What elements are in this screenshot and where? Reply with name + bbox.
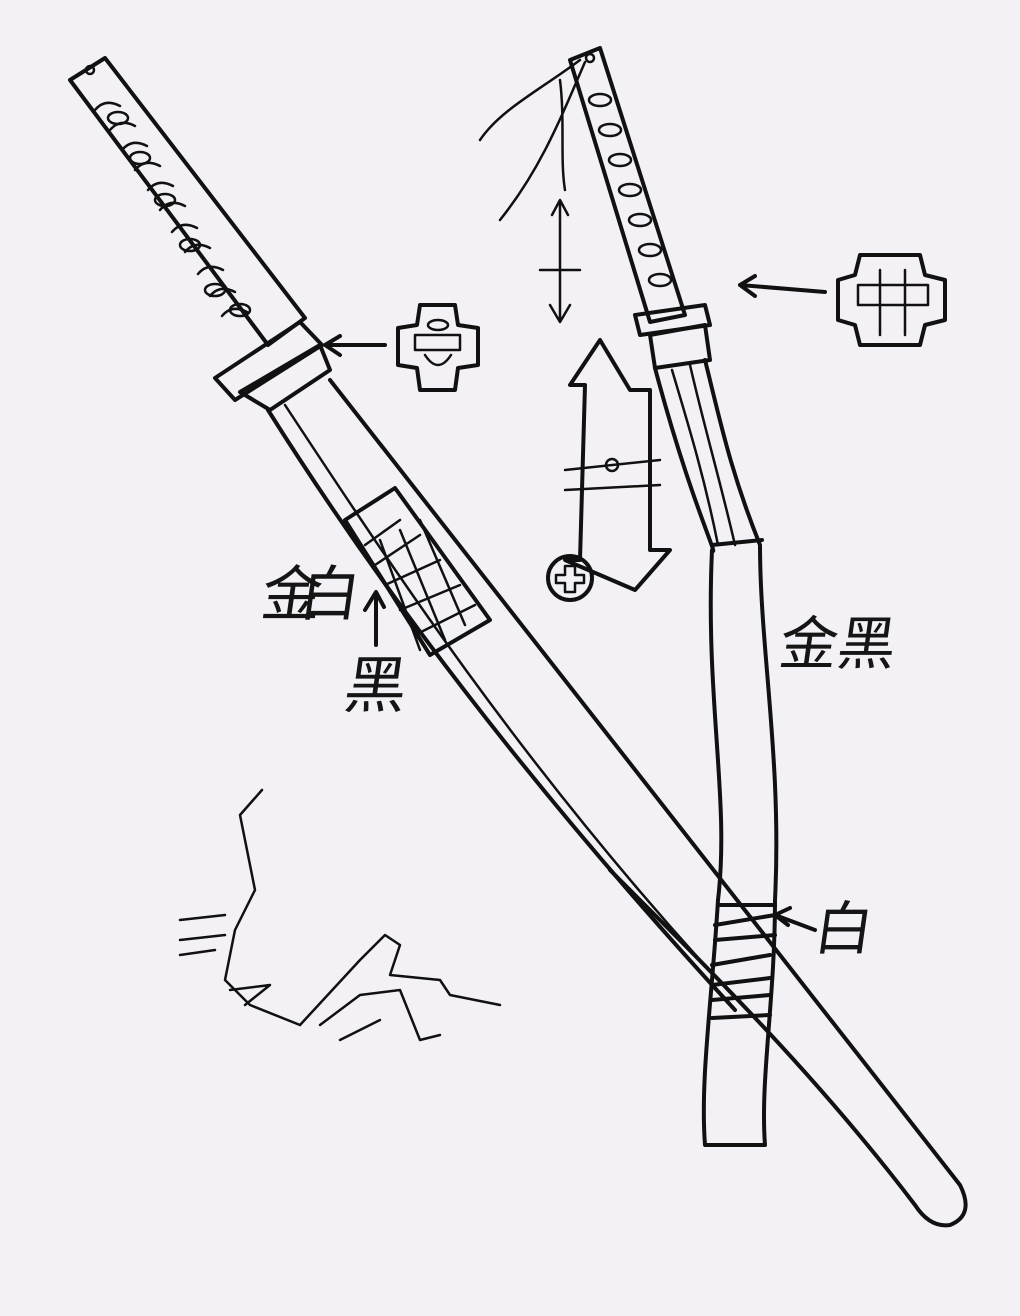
right-handle bbox=[478, 46, 687, 324]
left-katana bbox=[68, 56, 968, 1228]
left-handle bbox=[68, 56, 307, 347]
right-scabbard bbox=[653, 358, 779, 1147]
right-tsuba-guard bbox=[633, 303, 712, 370]
left-tsuba-detail bbox=[323, 303, 480, 392]
right-katana bbox=[478, 46, 947, 1147]
hand-grip-sketch bbox=[178, 788, 502, 1042]
left-scabbard bbox=[266, 378, 968, 1228]
sword-knot-charm bbox=[538, 198, 672, 602]
right-band-color-label: 白 bbox=[810, 895, 878, 963]
right-tsuba-detail bbox=[738, 253, 947, 347]
left-tsuba-guard bbox=[213, 320, 332, 412]
